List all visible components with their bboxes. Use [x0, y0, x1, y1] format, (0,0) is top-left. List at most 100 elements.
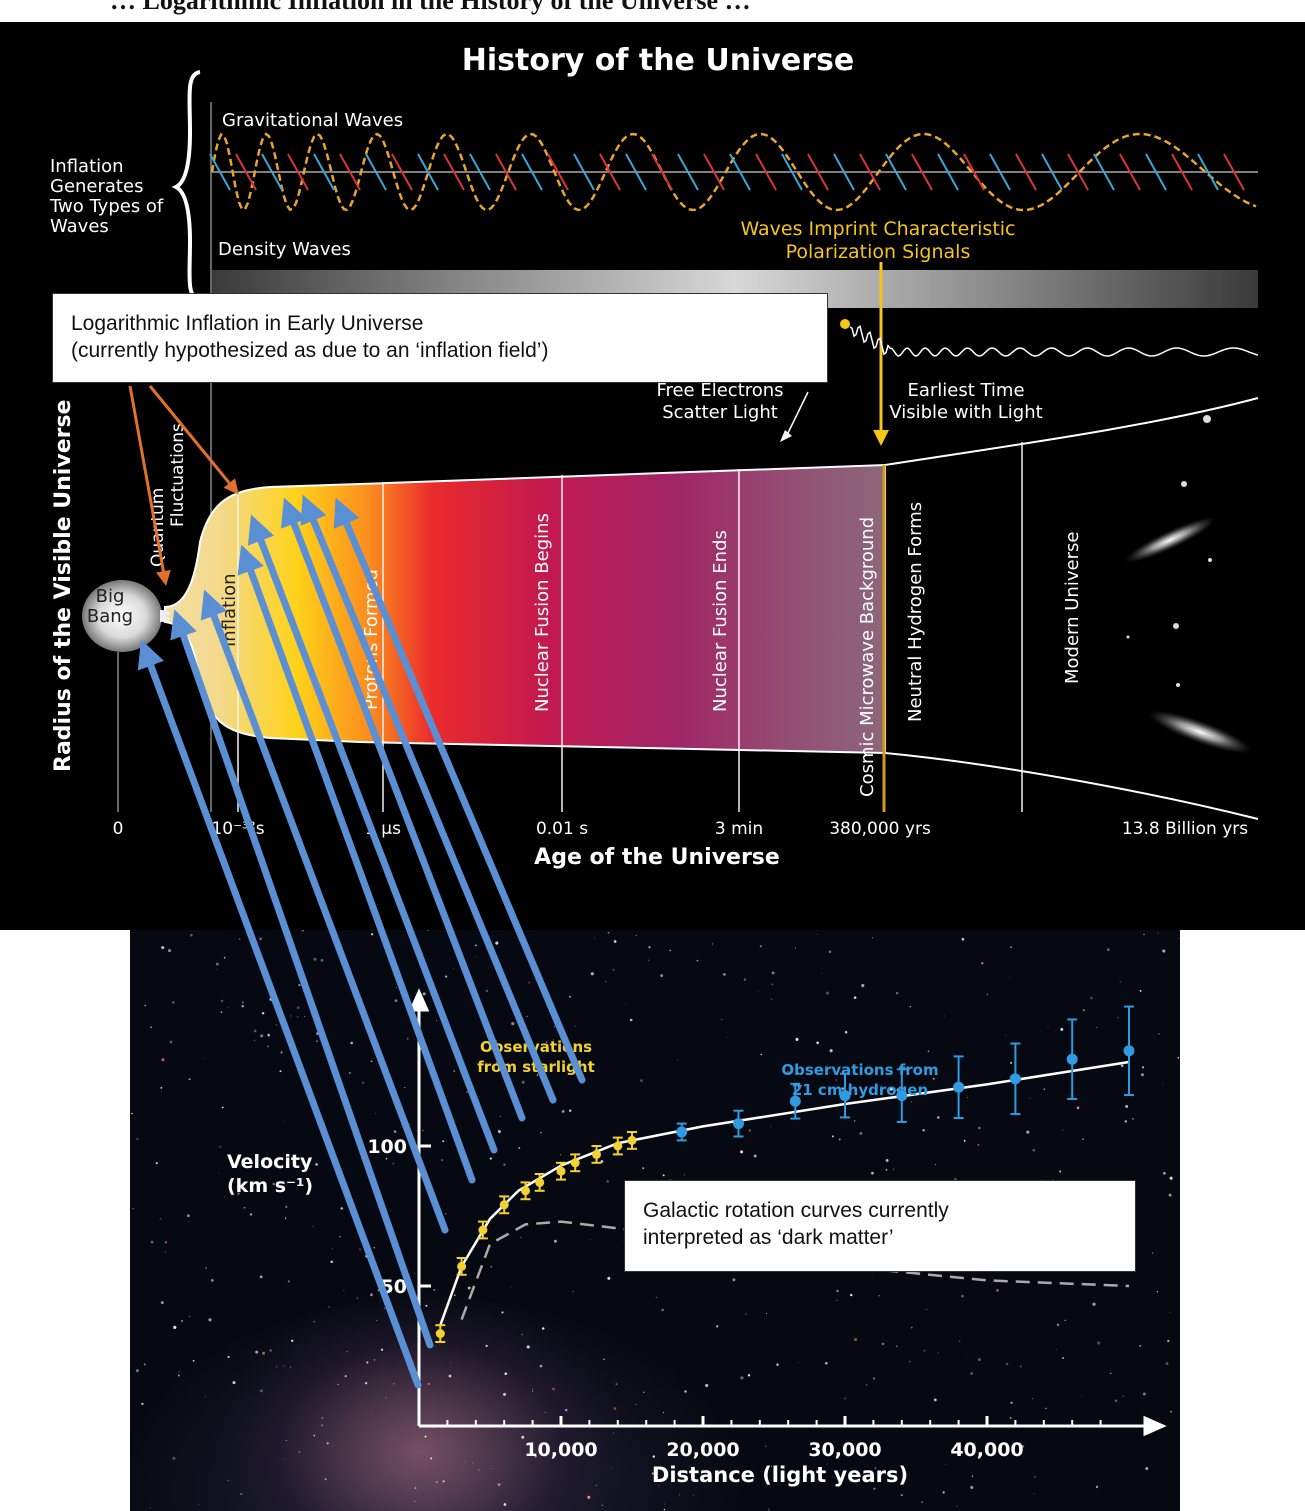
starlight-label: Observations from starlight: [477, 1038, 595, 1076]
star: [393, 1130, 397, 1133]
star: [692, 1494, 694, 1496]
star: [164, 1251, 166, 1253]
star: [435, 1480, 438, 1484]
star: [885, 1158, 889, 1162]
svg-text:3 min: 3 min: [715, 819, 763, 839]
fit-curve: [439, 1060, 1130, 1326]
star: [677, 1059, 678, 1061]
star: [343, 1289, 345, 1291]
star: [943, 1015, 945, 1017]
star: [613, 1407, 617, 1410]
star: [1177, 1056, 1180, 1059]
star: [937, 1352, 939, 1354]
photon-wave: [849, 325, 1259, 357]
star: [436, 1020, 437, 1022]
star: [296, 1016, 299, 1018]
star: [370, 933, 374, 936]
polarization-arrow: [573, 153, 595, 191]
starlight-point: [592, 1149, 601, 1159]
star: [414, 1273, 415, 1274]
star: [770, 998, 773, 1000]
free-electrons-label-1: Free Electrons: [656, 380, 783, 401]
star: [511, 1022, 515, 1026]
star: [1082, 1009, 1085, 1012]
svg-text:Velocity: Velocity: [227, 1151, 313, 1173]
star: [383, 1307, 386, 1310]
star: [760, 1053, 763, 1056]
star: [290, 1366, 292, 1368]
polarization-arrow: [651, 153, 673, 191]
earliest-time-label-1: Earliest Time: [907, 380, 1024, 401]
star: [900, 1494, 903, 1497]
star: [895, 1345, 898, 1348]
star: [1178, 937, 1179, 939]
star: [216, 969, 218, 971]
polarization-arrow: [599, 153, 621, 191]
star: [986, 993, 989, 996]
star: [831, 1135, 834, 1138]
star: [495, 941, 499, 945]
svg-text:Fluctuations: Fluctuations: [168, 423, 188, 527]
polarization-arrow: [287, 153, 309, 191]
star: [828, 950, 832, 954]
star: [285, 1440, 287, 1441]
star: [771, 971, 775, 975]
star: [765, 1445, 767, 1447]
star: [503, 1503, 507, 1506]
star: [1033, 1493, 1035, 1495]
svg-text:Generates: Generates: [50, 176, 143, 197]
x-tick-label: 40,000: [950, 1439, 1023, 1461]
star: [624, 1003, 626, 1005]
star: [1062, 1129, 1064, 1131]
star: [442, 1480, 445, 1483]
dark-matter-callout: Galactic rotation curves currently inter…: [624, 1180, 1136, 1272]
star: [1170, 1410, 1172, 1413]
star: [269, 998, 273, 1001]
star: [534, 1455, 537, 1458]
gravitational-waves-label: Gravitational Waves: [222, 110, 403, 131]
star: [711, 943, 714, 945]
star: [1005, 1362, 1009, 1366]
star: [489, 1157, 492, 1160]
star: [892, 1168, 895, 1170]
star: [492, 1468, 494, 1469]
polarization-label-2: Polarization Signals: [786, 241, 971, 263]
star: [474, 956, 476, 958]
star: [390, 1210, 391, 1211]
svg-text:Two Types of: Two Types of: [49, 196, 164, 217]
star: [396, 987, 398, 988]
star: [1168, 1193, 1172, 1197]
star: [932, 1077, 935, 1081]
star: [834, 1092, 837, 1094]
star: [393, 1383, 395, 1385]
star: [296, 1006, 300, 1009]
star: [326, 1442, 329, 1445]
star: [337, 1383, 339, 1385]
hydrogen-point: [896, 1090, 908, 1102]
dark-matter-callout-line-2: interpreted as ‘dark matter’: [643, 1226, 894, 1249]
star: [364, 1382, 368, 1385]
star: [290, 1339, 294, 1343]
star: [259, 937, 262, 941]
star: [660, 974, 664, 978]
star: [594, 937, 595, 939]
star: [965, 1357, 967, 1358]
star: [1034, 1476, 1036, 1478]
star: [275, 1024, 277, 1026]
star: [544, 1411, 546, 1413]
star: [520, 1236, 522, 1239]
star: [648, 946, 651, 949]
polarization-arrow: [391, 153, 413, 191]
electron-dot: [840, 319, 850, 329]
polarization-arrow: [1197, 153, 1219, 191]
star: [459, 962, 462, 965]
star: [1096, 1026, 1098, 1028]
polarization-arrow: [547, 153, 569, 191]
star: [610, 1468, 612, 1470]
star: [816, 934, 818, 935]
star: [821, 972, 823, 974]
star: [1029, 1097, 1031, 1099]
star: [642, 1167, 645, 1170]
star: [1019, 1365, 1022, 1368]
star: [361, 1081, 365, 1085]
